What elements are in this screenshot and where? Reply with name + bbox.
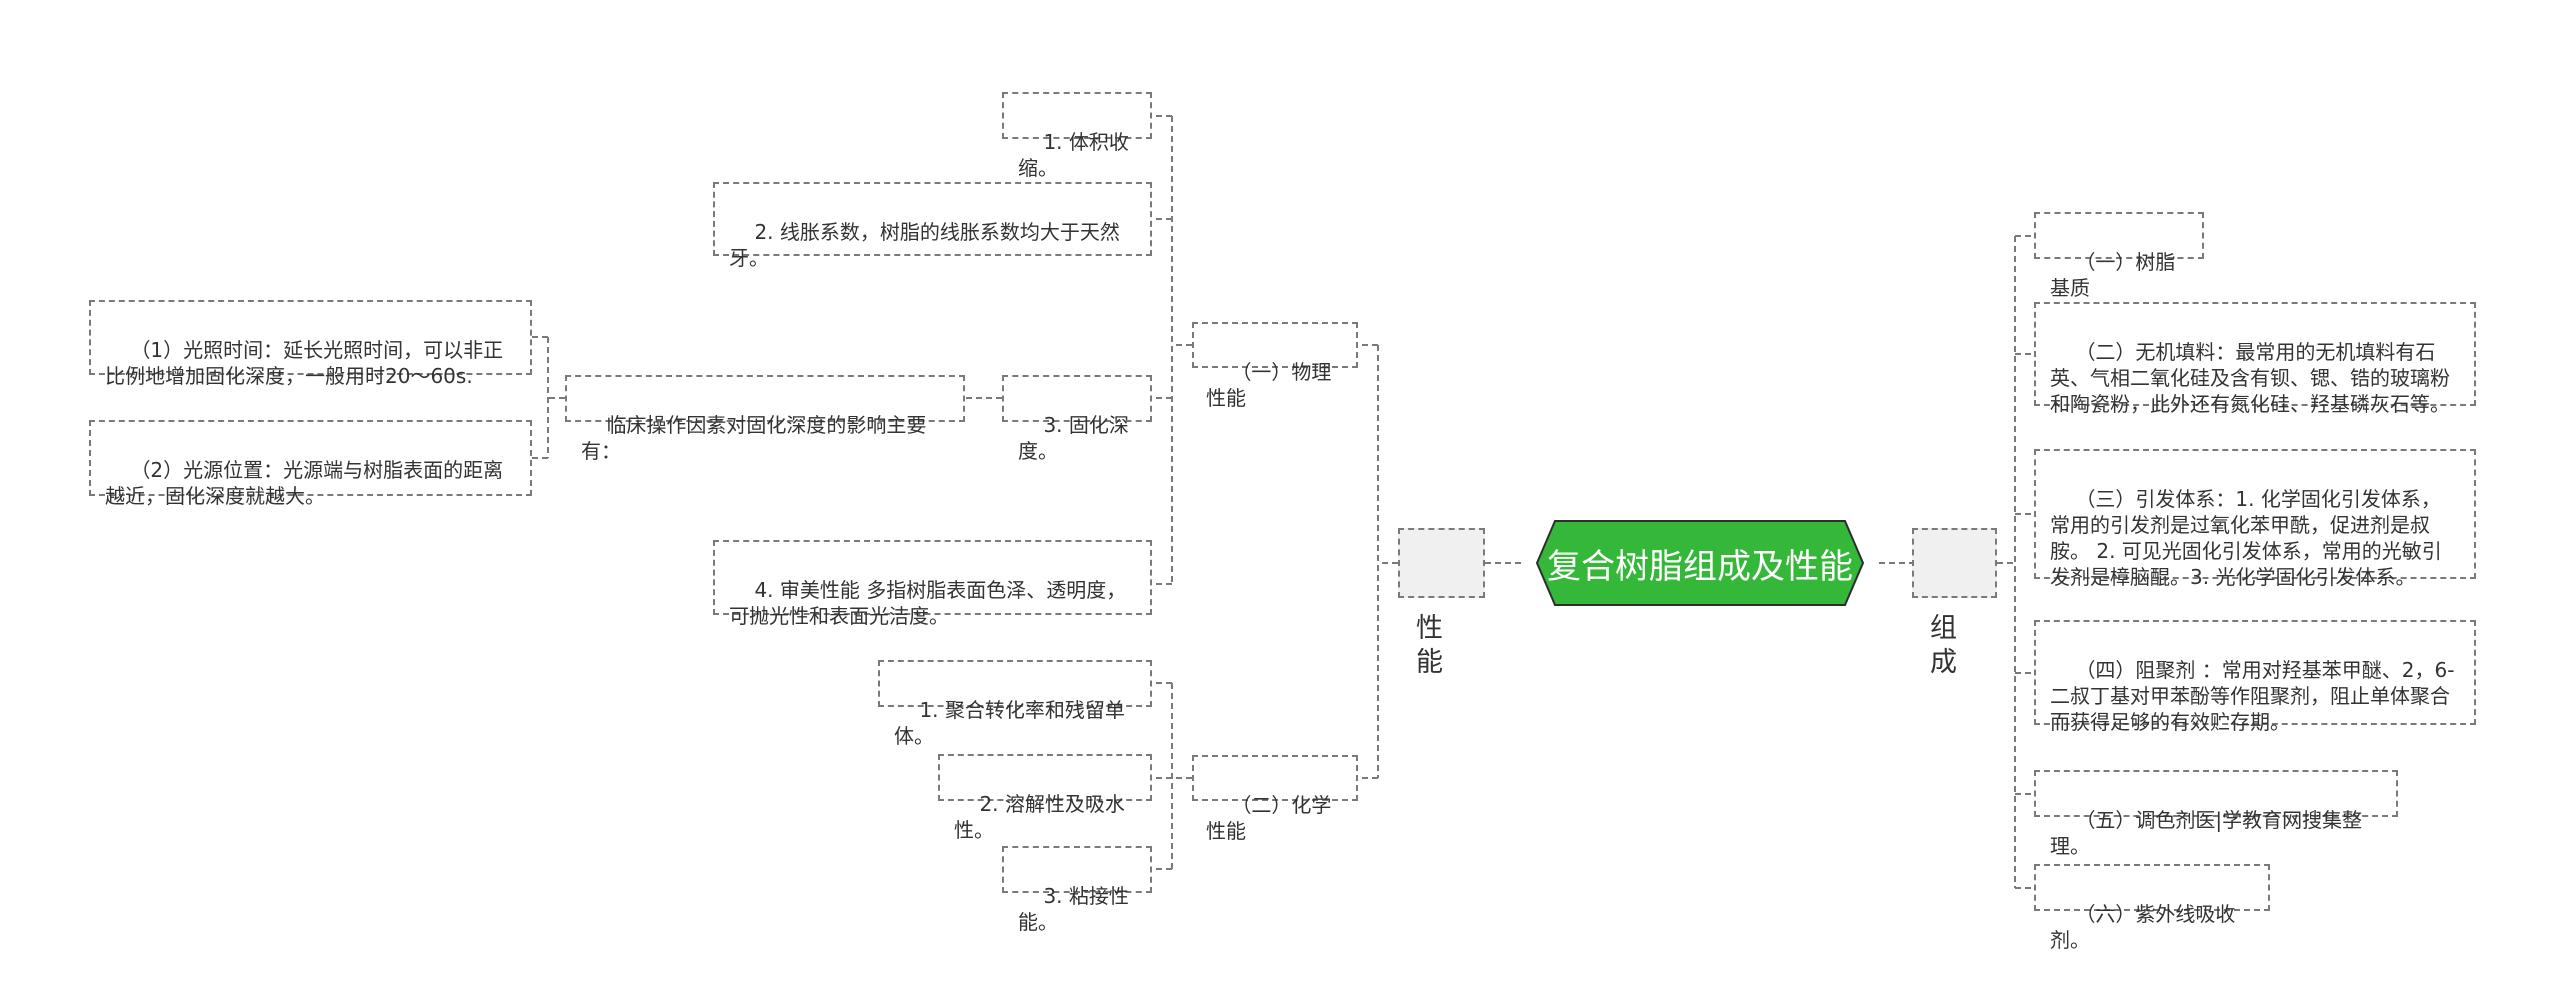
node-chemical-item-2-label: 2. 溶解性及吸水性。 xyxy=(954,792,1125,842)
root-topic-label: 复合树脂组成及性能 xyxy=(1547,546,1853,587)
node-chemical-item-1[interactable]: 1. 聚合转化率和残留单体。 xyxy=(878,660,1152,748)
node-chemical-properties[interactable]: （二）化学性能 xyxy=(1192,755,1358,843)
node-clinical-factor-2[interactable]: （2）光源位置：光源端与树脂表面的距离越近，固化深度就越大。 xyxy=(89,420,532,508)
node-physical-item-2[interactable]: 2. 线胀系数，树脂的线胀系数均大于天然牙。 xyxy=(713,182,1152,270)
node-composition-item-4-label: （四）阻聚剂 ：常用对羟基苯甲醚、2，6-二叔丁基对甲苯酚等作阻聚剂，阻止单体聚… xyxy=(2050,658,2455,734)
branch-composition-label: 组成 xyxy=(1930,613,1957,678)
node-clinical-factor-1-label: （1）光照时间：延长光照时间，可以非正比例地增加固化深度，一般用时20～60s. xyxy=(105,338,504,388)
branch-composition[interactable]: 组成 xyxy=(1912,528,1997,678)
node-chemical-item-2[interactable]: 2. 溶解性及吸水性。 xyxy=(938,754,1152,842)
node-physical-item-3[interactable]: 3. 固化深度。 xyxy=(1002,375,1152,463)
node-composition-item-2-label: （二）无机填料：最常用的无机填料有石英、气相二氧化硅及含有钡、锶、锆的玻璃粉和陶… xyxy=(2050,340,2450,416)
node-composition-item-3-label: （三）引发体系：1. 化学固化引发体系，常用的引发剂是过氧化苯甲酰，促进剂是叔胺… xyxy=(2050,487,2442,589)
node-composition-item-1[interactable]: （一）树脂基质 xyxy=(2034,212,2204,300)
node-chemical-properties-label: （二）化学性能 xyxy=(1206,793,1332,843)
node-composition-item-1-label: （一）树脂基质 xyxy=(2050,250,2176,300)
node-physical-item-1-label: 1. 体积收缩。 xyxy=(1018,130,1129,180)
node-physical-item-4-label: 4. 审美性能 多指树脂表面色泽、透明度，可抛光性和表面光洁度。 xyxy=(729,578,1127,628)
root-hexagon-shape xyxy=(1535,520,1865,606)
node-composition-item-3[interactable]: （三）引发体系：1. 化学固化引发体系，常用的引发剂是过氧化苯甲酰，促进剂是叔胺… xyxy=(2034,449,2476,589)
branch-performance-label: 性能 xyxy=(1416,613,1443,678)
node-physical-item-2-label: 2. 线胀系数，树脂的线胀系数均大于天然牙。 xyxy=(729,220,1120,270)
node-physical-properties-label: （一）物理性能 xyxy=(1206,360,1332,410)
node-composition-item-6-label: （六）紫外线吸收剂。 xyxy=(2050,902,2236,952)
branch-performance[interactable]: 性能 xyxy=(1398,528,1485,678)
node-chemical-item-1-label: 1. 聚合转化率和残留单体。 xyxy=(894,698,1125,748)
root-topic[interactable]: 复合树脂组成及性能 xyxy=(1521,519,1879,607)
node-composition-item-2[interactable]: （二）无机填料：最常用的无机填料有石英、气相二氧化硅及含有钡、锶、锆的玻璃粉和陶… xyxy=(2034,302,2476,416)
node-composition-item-5[interactable]: （五）调色剂医|学教育网搜集整理。 xyxy=(2034,770,2398,858)
node-clinical-factor-1[interactable]: （1）光照时间：延长光照时间，可以非正比例地增加固化深度，一般用时20～60s. xyxy=(89,300,532,388)
node-composition-item-6[interactable]: （六）紫外线吸收剂。 xyxy=(2034,864,2270,952)
node-physical-item-3-label: 3. 固化深度。 xyxy=(1018,413,1129,463)
node-clinical-factors[interactable]: 临床操作因素对固化深度的影响主要有： xyxy=(565,375,965,463)
node-chemical-item-3-label: 3. 粘接性能。 xyxy=(1018,884,1129,934)
node-physical-item-4[interactable]: 4. 审美性能 多指树脂表面色泽、透明度，可抛光性和表面光洁度。 xyxy=(713,540,1152,628)
node-physical-item-1[interactable]: 1. 体积收缩。 xyxy=(1002,92,1152,180)
node-clinical-factors-label: 临床操作因素对固化深度的影响主要有： xyxy=(581,413,927,463)
node-composition-item-5-label: （五）调色剂医|学教育网搜集整理。 xyxy=(2050,808,2363,858)
node-chemical-item-3[interactable]: 3. 粘接性能。 xyxy=(1002,846,1152,934)
node-clinical-factor-2-label: （2）光源位置：光源端与树脂表面的距离越近，固化深度就越大。 xyxy=(105,458,504,508)
node-physical-properties[interactable]: （一）物理性能 xyxy=(1192,322,1358,410)
node-composition-item-4[interactable]: （四）阻聚剂 ：常用对羟基苯甲醚、2，6-二叔丁基对甲苯酚等作阻聚剂，阻止单体聚… xyxy=(2034,620,2476,734)
